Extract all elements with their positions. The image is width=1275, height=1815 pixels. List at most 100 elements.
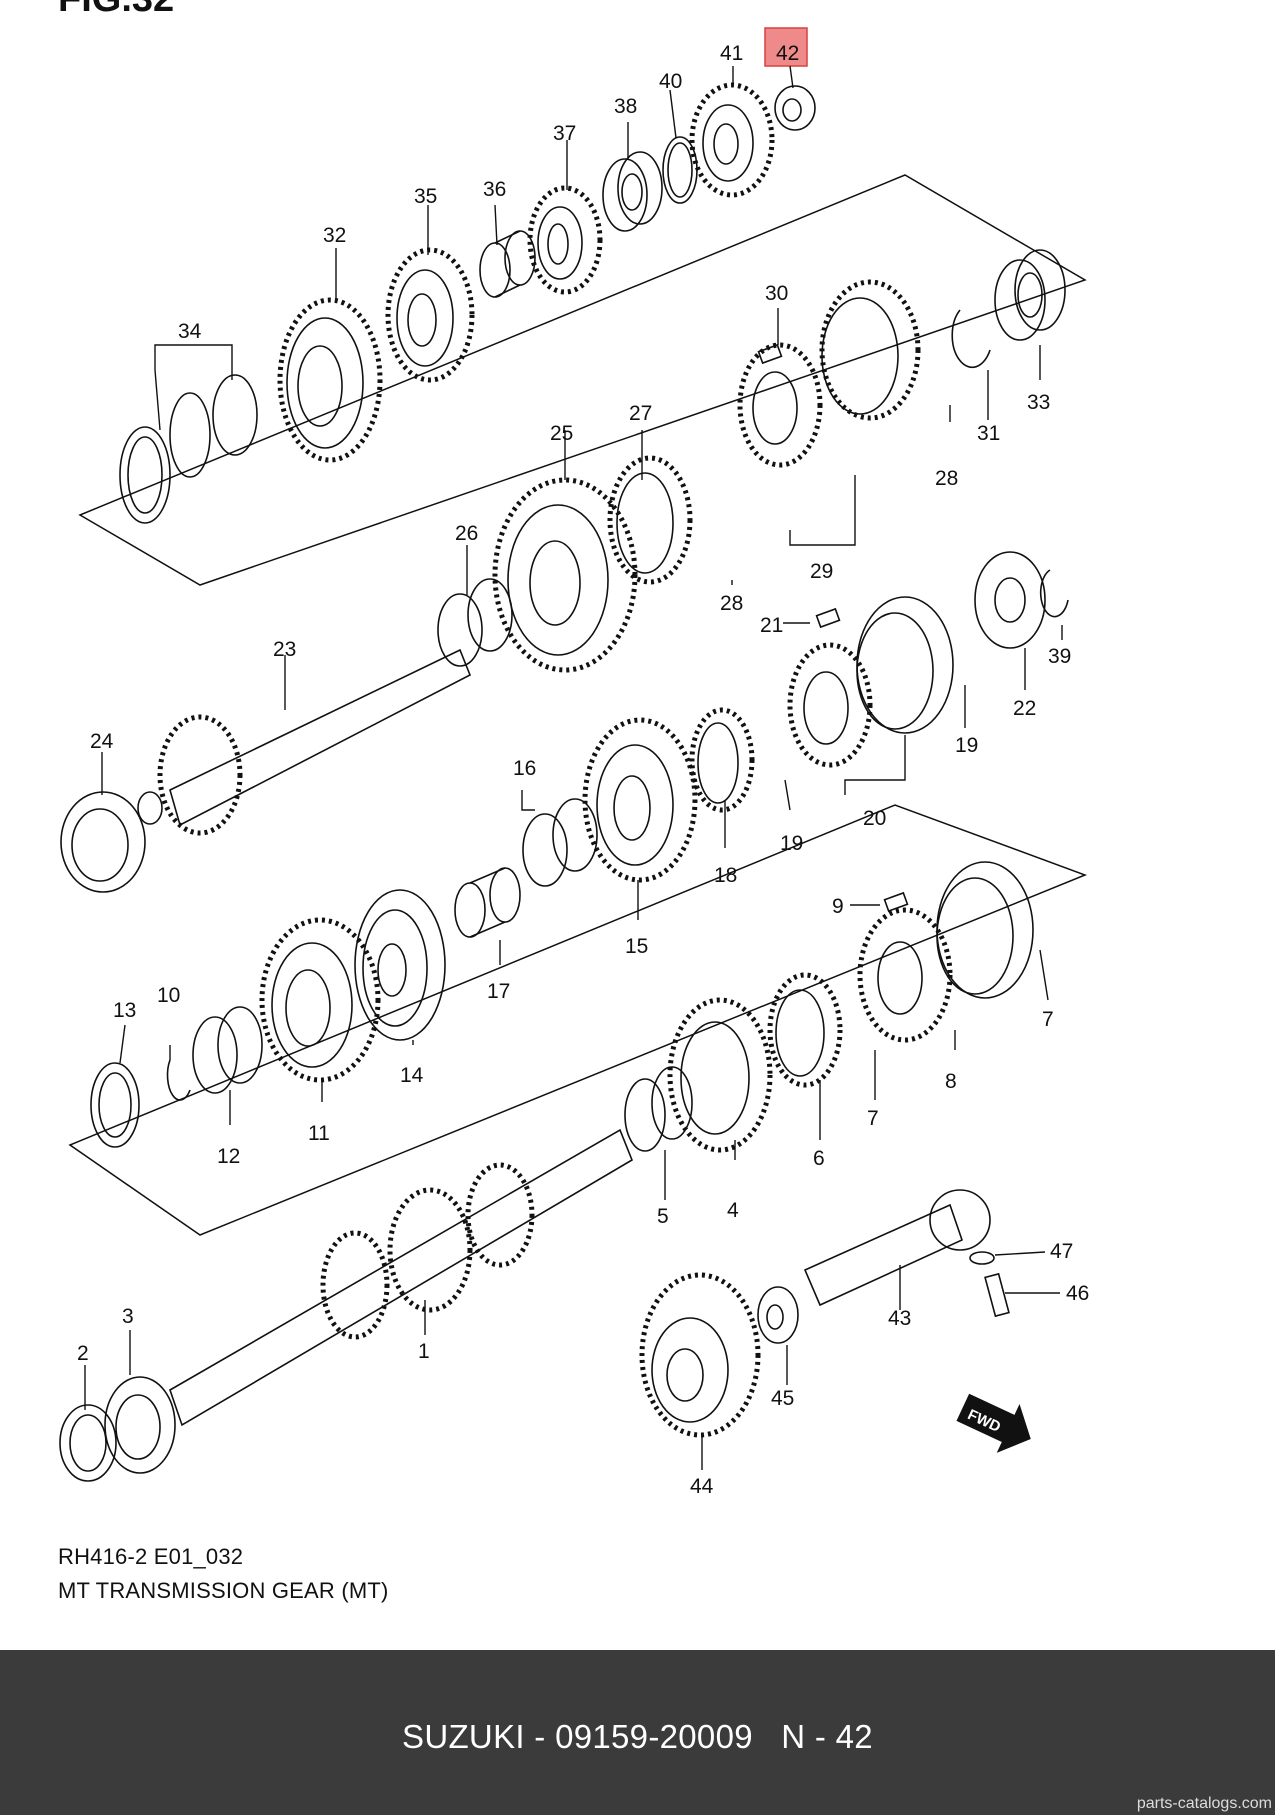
highlight-box	[764, 27, 808, 67]
part-label: 19	[780, 832, 803, 855]
ring-27	[607, 455, 693, 585]
part-label: 6	[813, 1147, 825, 1170]
hub-8	[857, 907, 953, 1043]
bearing-26	[437, 578, 513, 667]
part-labels: 1 2 3 4 5 6 7 7 8 9 10 11 12 13 14 15 16…	[77, 42, 1089, 1498]
part-label: 41	[720, 42, 743, 65]
part-label: 27	[629, 402, 652, 425]
part-label: 22	[1013, 697, 1036, 720]
part-label: 18	[714, 864, 737, 887]
sleeve-7	[936, 861, 1034, 999]
upper-shaft-frame	[78, 174, 1087, 586]
part-label: 17	[487, 980, 510, 1003]
seal-2	[59, 1404, 117, 1482]
washer-45	[757, 1286, 799, 1344]
part-label: 34	[178, 320, 202, 343]
part-label: 29	[810, 560, 833, 583]
gear-32	[277, 297, 383, 463]
leader-lines	[84, 65, 1063, 1470]
part-label: 42	[776, 42, 799, 65]
gear-35	[385, 247, 475, 383]
key-9	[883, 891, 909, 913]
part-label: 13	[113, 999, 136, 1022]
gear-37	[527, 185, 603, 295]
bearing-12	[192, 1006, 263, 1094]
part-label: 26	[455, 522, 478, 545]
part-label: 45	[771, 1387, 794, 1410]
bearing-33	[994, 249, 1066, 341]
ring-6	[767, 972, 843, 1088]
part-label: 12	[217, 1145, 240, 1168]
part-label: 28	[935, 467, 958, 490]
shaft-1	[169, 1128, 633, 1427]
part-label: 31	[977, 422, 1000, 445]
hub-29	[737, 342, 823, 468]
part-label: 43	[888, 1307, 911, 1330]
part-label: 1	[418, 1340, 430, 1363]
gear-4	[667, 997, 773, 1153]
part-label: 44	[690, 1475, 714, 1498]
part-label: 23	[273, 638, 296, 661]
sleeve-28-upper	[819, 279, 921, 421]
gear-11	[259, 917, 381, 1083]
shaft-43	[803, 1189, 991, 1307]
fwd-arrow-icon: FWD	[956, 1393, 1031, 1453]
part-label: 7	[867, 1107, 879, 1130]
ring-13	[90, 1062, 140, 1148]
circlip-10	[166, 1059, 191, 1101]
part-label: 46	[1066, 1282, 1089, 1305]
part-label: 16	[513, 757, 536, 780]
part-label: 9	[832, 895, 844, 918]
figure-name: MT TRANSMISSION GEAR (MT)	[58, 1578, 389, 1603]
part-label: 32	[323, 224, 346, 247]
part-label: 37	[553, 122, 576, 145]
key-30	[757, 343, 783, 365]
gear-25	[492, 477, 638, 673]
circlip-31	[951, 309, 991, 369]
synchro-ring-34	[119, 374, 258, 524]
part-label: 33	[1027, 391, 1050, 414]
part-label: 39	[1048, 645, 1071, 668]
lower-shaft-frame	[68, 804, 1088, 1236]
part-label: 21	[760, 614, 783, 637]
part-label: 38	[614, 95, 637, 118]
watermark: parts-catalogs.com	[1136, 1795, 1272, 1812]
bearing-14	[354, 889, 446, 1041]
part-label: 3	[122, 1305, 134, 1328]
part-label: 28	[720, 592, 743, 615]
part-label: 7	[1042, 1008, 1054, 1031]
part-label: 5	[657, 1205, 669, 1228]
bearing-3	[104, 1376, 176, 1474]
bearing-38	[602, 151, 663, 232]
part-label: 4	[727, 1199, 739, 1222]
ring-18	[689, 707, 755, 813]
part-label: 36	[483, 178, 506, 201]
exploded-gear-diagram: FWD	[59, 27, 1089, 1498]
circlip-39	[1039, 569, 1069, 618]
figure-title: FIG.32	[58, 0, 174, 21]
shaft-23	[137, 648, 472, 836]
part-label: 14	[400, 1064, 424, 1087]
bushing-17	[454, 867, 521, 938]
gear-41	[689, 82, 775, 198]
nut-42	[774, 85, 816, 131]
part-label: 19	[955, 734, 978, 757]
bearing-16	[522, 798, 598, 887]
part-label: 10	[157, 984, 180, 1007]
ring-47	[969, 1251, 995, 1265]
key-21	[815, 607, 841, 629]
part-label: 40	[659, 70, 682, 93]
part-label: 20	[863, 807, 886, 830]
part-label: 2	[77, 1342, 89, 1365]
hub-20	[787, 642, 873, 768]
sleeve-19	[856, 596, 954, 734]
part-label: 8	[945, 1070, 957, 1093]
part-number-text: SUZUKI - 09159-20009 N - 42	[402, 1718, 873, 1755]
footer-bar: SUZUKI - 09159-20009 N - 42 parts-catalo…	[0, 1650, 1275, 1815]
part-label: 35	[414, 185, 437, 208]
seal-24	[60, 791, 146, 893]
part-label: 25	[550, 422, 573, 445]
bolt-46	[984, 1272, 1010, 1318]
gear-44	[639, 1272, 761, 1438]
figure-code: RH416-2 E01_032	[58, 1544, 244, 1569]
